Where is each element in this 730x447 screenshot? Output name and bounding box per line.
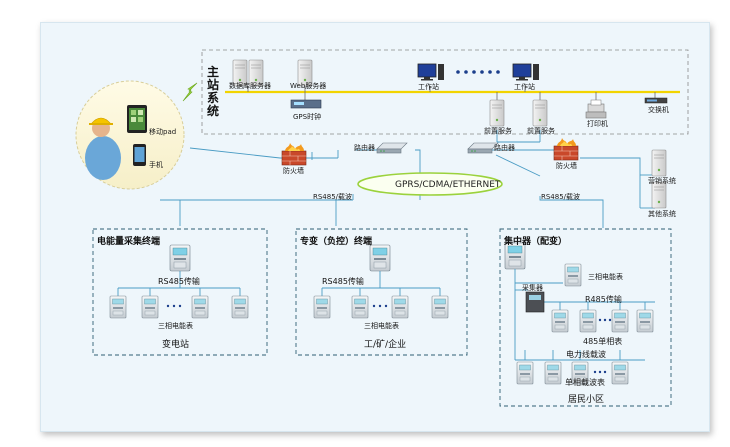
energy-rs485-label: RS485传输: [158, 277, 200, 286]
printer-label: 打印机: [587, 120, 608, 128]
single-meter-icon-4: [636, 309, 654, 333]
gps-label: GPS时钟: [293, 113, 322, 121]
tablet-icon: [127, 105, 147, 133]
energy-meter-icon-1: [109, 295, 127, 319]
dedicated-site-label: 工/矿/企业: [364, 340, 407, 350]
marketing-label: 营销系统: [648, 177, 676, 185]
firewall-label-2: 防火墙: [556, 162, 577, 170]
router-icon-1: [376, 142, 408, 154]
network-lines: [160, 130, 655, 228]
phone-label: 手机: [149, 161, 163, 169]
other-label: 其他系统: [648, 210, 676, 218]
switch-label: 交换机: [648, 106, 669, 114]
firewall-icon-1: [281, 142, 307, 166]
switch-icon: [644, 97, 668, 104]
energy-meter-icon-4: [231, 295, 249, 319]
front-server-icon-2: [532, 99, 548, 127]
energy-terminal-icon: [169, 244, 191, 272]
single-carrier-label: 单相载波表: [565, 378, 605, 387]
marketing-server-icon: [651, 149, 667, 177]
carrier-ellipsis: [593, 370, 607, 374]
dedicated-title: 专变（负控）终端: [300, 237, 373, 247]
energy-bus: [117, 271, 241, 296]
dedicated-meter-label: 三相电能表: [364, 322, 399, 330]
network-cloud: [357, 172, 503, 196]
dedicated-meter-icon-1: [313, 295, 331, 319]
firewall-label-1: 防火墙: [283, 167, 304, 175]
firewall-icon-2: [553, 137, 579, 161]
printer-icon: [585, 99, 607, 119]
single-phase-label: 485单相表: [583, 337, 623, 346]
energy-group-box: [92, 228, 268, 356]
three-phase-label: 三相电能表: [588, 273, 623, 281]
gps-clock-icon: [290, 99, 322, 109]
concentrator-lines: [514, 269, 655, 361]
carrier-meter-icon-1: [516, 361, 534, 385]
link-label-right: RS485/载波: [541, 193, 581, 201]
workstation-label-2: 工作站: [514, 83, 535, 91]
collector-label: 采集器: [522, 284, 543, 292]
concentrator-title: 集中器（配变）: [504, 237, 568, 247]
single-meter-icon-2: [579, 309, 597, 333]
carrier-meter-icon-2: [544, 361, 562, 385]
ellipsis-dots: [456, 70, 500, 74]
dedicated-rs485-label: RS485传输: [322, 277, 364, 286]
front-server-label-2: 前置服务: [527, 127, 555, 135]
router-label-1: 路由器: [354, 144, 375, 152]
energy-meter-icon-3: [191, 295, 209, 319]
single-meter-icon-1: [551, 309, 569, 333]
workstation-label-1: 工作站: [418, 83, 439, 91]
single-meter-icon-3: [611, 309, 629, 333]
dedicated-terminal-icon: [369, 244, 391, 272]
dedicated-ellipsis: [372, 304, 388, 308]
dedicated-meter-icon-4: [431, 295, 449, 319]
web-server-label: Web服务器: [290, 82, 327, 90]
front-server-label-1: 前置服务: [484, 127, 512, 135]
pad-label: 移动pad: [149, 128, 177, 136]
dedicated-bus: [321, 271, 441, 296]
r485-label: R485传输: [585, 295, 622, 304]
wireless-bolt-icon: [182, 82, 198, 102]
energy-title: 电能量采集终端: [97, 237, 161, 247]
energy-meter-label: 三相电能表: [158, 322, 193, 330]
link-label-left: RS485/载波: [313, 193, 353, 201]
front-server-icon-1: [489, 99, 505, 127]
energy-meter-icon-2: [141, 295, 159, 319]
plc-label: 电力线载波: [566, 350, 606, 359]
cloud-label: GPRS/CDMA/ETHERNET: [395, 180, 501, 190]
dedicated-group-box: [295, 228, 468, 356]
energy-ellipsis: [166, 304, 182, 308]
workstation-icon-2: [512, 63, 540, 81]
collector-icon: [525, 291, 545, 313]
dedicated-meter-icon-3: [391, 295, 409, 319]
router-label-2: 路由器: [494, 144, 515, 152]
energy-site-label: 变电站: [162, 340, 190, 350]
master-station-box: [201, 49, 689, 135]
concentrator-site-label: 居民小区: [568, 395, 605, 405]
carrier-meter-icon-4: [611, 361, 629, 385]
concentrator-group-box: [499, 228, 672, 407]
concentrator-three-phase-icon: [564, 263, 582, 287]
dedicated-meter-icon-2: [351, 295, 369, 319]
engineer-avatar: [85, 117, 121, 180]
db-server-label: 数据库服务器: [229, 82, 271, 90]
workstation-icon-1: [417, 63, 445, 81]
phone-icon: [133, 144, 146, 166]
master-station-title: 主站系统: [206, 65, 219, 118]
single-ellipsis: [598, 318, 612, 322]
